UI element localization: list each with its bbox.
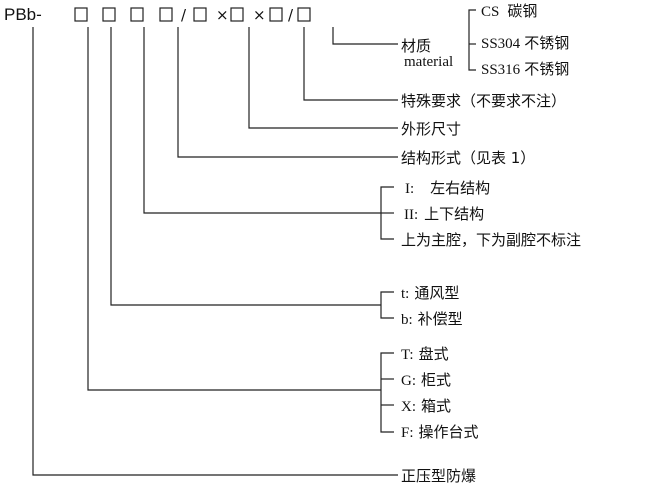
code-box-structure — [159, 7, 173, 22]
code-box-size-3 — [269, 7, 283, 22]
special-requirement-label: 特殊要求（不要求不注） — [401, 92, 566, 110]
code-prefix: PBb- — [4, 5, 42, 24]
code-times-1: × — [216, 6, 229, 24]
structure-option-default: 上为主腔，下为副腔不标注 — [401, 231, 581, 249]
leader-structure-form — [177, 27, 398, 158]
cabinet-option-g: G:柜式 — [401, 371, 451, 389]
ventilation-option-b: b:补偿型 — [401, 310, 463, 328]
material-label-en: material — [404, 54, 453, 70]
bracket-ventilation — [380, 291, 394, 319]
ventilation-option-t: t:通风型 — [401, 284, 459, 302]
code-box-special — [297, 7, 311, 22]
code-slash-1: / — [181, 6, 187, 24]
cabinet-option-t: T:盘式 — [401, 345, 449, 363]
leader-cabinet — [87, 27, 381, 391]
code-box-type — [74, 7, 88, 22]
code-box-cabinet — [102, 7, 116, 22]
code-slash-2: / — [288, 6, 294, 24]
structure-option-ii: II:上下结构 — [404, 205, 484, 223]
dimensions-label: 外形尺寸 — [401, 120, 461, 138]
cabinet-option-f: F:操作台式 — [401, 423, 479, 441]
leader-dimensions — [248, 27, 398, 129]
code-times-2: × — [253, 6, 266, 24]
leader-structure — [143, 27, 381, 214]
bracket-material — [468, 9, 476, 71]
leader-type — [32, 27, 398, 476]
cabinet-option-x: X:箱式 — [401, 397, 451, 415]
material-label-cn: 材质 — [401, 37, 431, 55]
code-box-size-2 — [230, 7, 244, 22]
leader-special — [303, 27, 398, 101]
structure-option-i: I:左右结构 — [405, 179, 490, 197]
leader-ventilation — [110, 27, 381, 306]
leader-material — [332, 27, 398, 45]
code-box-ventilation — [130, 7, 144, 22]
code-box-size-1 — [193, 7, 207, 22]
explosion-proof-type-label: 正压型防爆 — [401, 467, 476, 485]
structure-form-label: 结构形式（见表 1） — [401, 149, 535, 167]
bracket-cabinet — [380, 352, 394, 433]
